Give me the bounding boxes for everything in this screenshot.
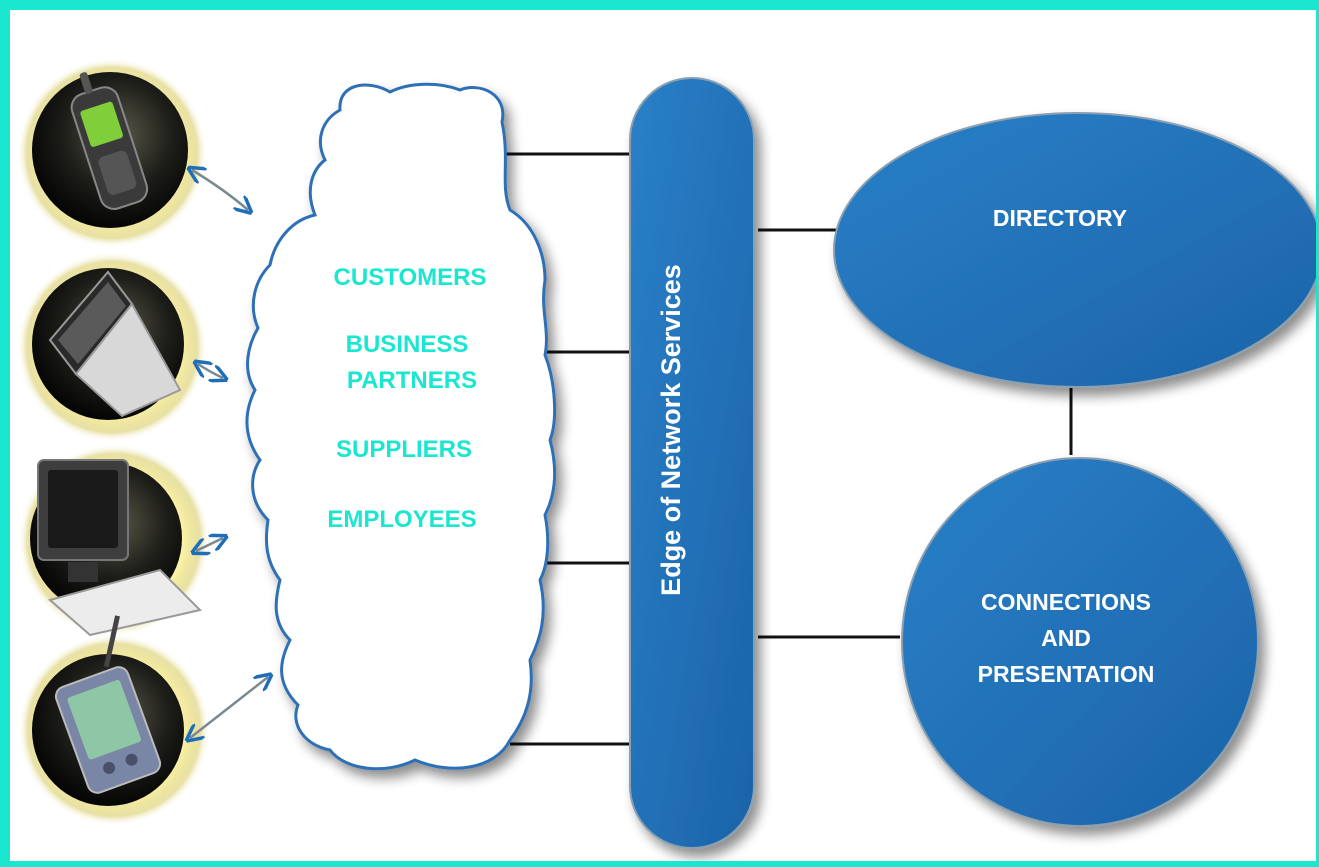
edge-bar-shape xyxy=(629,77,755,849)
directory-shape xyxy=(833,112,1316,388)
bar-shape-connectors xyxy=(758,228,1073,639)
cloud-shape xyxy=(245,82,557,771)
laptop-icon xyxy=(48,270,182,418)
connections-node: CONNECTIONS AND PRESENTATION xyxy=(901,457,1259,827)
device-arrows xyxy=(190,170,268,738)
cloud-label-partners: PARTNERS xyxy=(347,367,477,394)
double-arrow-icon xyxy=(196,538,223,551)
device-mobile-phone xyxy=(17,58,207,248)
double-arrow-icon xyxy=(192,170,248,210)
edge-of-network-bar: Edge of Network Services xyxy=(629,77,755,849)
device-pda xyxy=(18,615,210,826)
cloud-label-suppliers: SUPPLIERS xyxy=(336,436,472,463)
connections-shape xyxy=(901,457,1259,827)
edge-bar-label: Edge of Network Services xyxy=(656,264,686,596)
connections-label-line2: AND xyxy=(1041,625,1091,651)
mobile-phone-icon xyxy=(70,72,149,210)
double-arrow-icon xyxy=(190,677,268,738)
double-arrow-icon xyxy=(198,364,223,378)
cloud-bar-connectors xyxy=(502,152,635,746)
directory-node: DIRECTORY xyxy=(833,112,1316,388)
diagram-frame: CUSTOMERS BUSINESS PARTNERS SUPPLIERS EM… xyxy=(10,10,1316,861)
device-desktop-computer xyxy=(18,444,210,637)
directory-label: DIRECTORY xyxy=(993,205,1127,231)
connections-label-line1: CONNECTIONS xyxy=(981,589,1151,615)
network-diagram: CUSTOMERS BUSINESS PARTNERS SUPPLIERS EM… xyxy=(17,58,1316,849)
desktop-computer-icon xyxy=(37,459,202,637)
cloud-label-employees: EMPLOYEES xyxy=(327,506,476,533)
connections-label-line3: PRESENTATION xyxy=(978,661,1155,687)
cloud-label-customers: CUSTOMERS xyxy=(334,264,487,291)
user-cloud: CUSTOMERS BUSINESS PARTNERS SUPPLIERS EM… xyxy=(245,82,557,771)
pda-icon xyxy=(54,615,162,794)
device-laptop xyxy=(17,252,207,442)
cloud-label-business: BUSINESS xyxy=(346,331,469,358)
